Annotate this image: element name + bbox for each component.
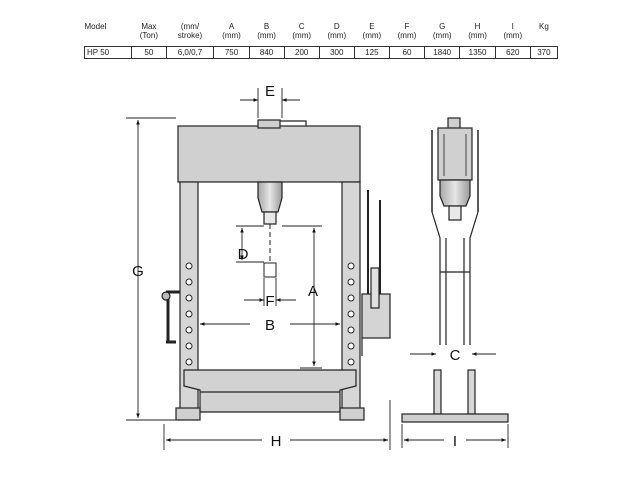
header-model: Model	[84, 22, 107, 31]
side-piston	[448, 205, 462, 221]
cell-f: 60	[388, 46, 426, 59]
side-leg-right	[463, 211, 479, 345]
cell-h: 1350	[459, 46, 496, 59]
side-upright-left	[433, 369, 442, 415]
side-head	[437, 127, 473, 181]
cell-max: 50	[131, 46, 167, 59]
cell-a: 750	[213, 46, 250, 59]
label-e: E	[265, 83, 275, 100]
header-kg: Kg	[539, 22, 549, 31]
header-d: D(mm)	[327, 22, 347, 40]
label-b: B	[265, 317, 275, 334]
dimension-letters: E G D F A B H C I	[132, 83, 460, 450]
right-foot	[339, 407, 365, 421]
spec-table: Model Max(Ton) (mm/stroke) A(mm) B(mm) C…	[83, 22, 559, 59]
label-d: D	[238, 246, 249, 263]
centerline	[263, 224, 277, 278]
header-i: I(mm)	[503, 22, 523, 40]
header-a: A(mm)	[222, 22, 241, 40]
handle-knob	[161, 291, 171, 301]
spec-data-row: HP 50 50 6,0/0,7 750 840 200 300 125 60 …	[83, 46, 559, 59]
header-h: H(mm)	[468, 22, 487, 40]
header-c: C(mm)	[292, 22, 312, 40]
cell-kg: 370	[529, 46, 559, 59]
side-base	[401, 413, 509, 423]
header-max: Max(Ton)	[139, 22, 158, 40]
column-holes	[185, 262, 355, 366]
label-i: I	[453, 433, 457, 450]
label-c: C	[450, 347, 461, 364]
cell-e: 125	[353, 46, 390, 59]
press-head	[177, 125, 361, 183]
header-b: B(mm)	[257, 22, 276, 40]
work-die	[263, 262, 277, 278]
label-a: A	[308, 283, 318, 300]
piston-rod	[263, 211, 277, 225]
cell-i: 620	[494, 46, 531, 59]
top-pipe	[280, 120, 307, 126]
left-foot	[175, 407, 201, 421]
side-leg-left	[431, 211, 447, 345]
cell-g: 1840	[424, 46, 461, 59]
front-view	[161, 119, 391, 421]
label-h: H	[271, 433, 282, 450]
hydraulic-cylinder	[257, 181, 283, 213]
label-f: F	[265, 293, 274, 310]
header-f: F(mm)	[397, 22, 417, 40]
spec-header-row: Model Max(Ton) (mm/stroke) A(mm) B(mm) C…	[85, 22, 558, 47]
header-g: G(mm)	[432, 22, 452, 40]
side-dimension-lines	[401, 352, 509, 448]
cell-stroke: 6,0/0,7	[165, 46, 215, 59]
press-bed	[183, 369, 357, 413]
header-e: E(mm)	[362, 22, 382, 40]
side-cylinder	[439, 179, 471, 207]
top-pump	[257, 119, 281, 129]
label-g: G	[132, 263, 144, 280]
header-stroke: (mm/stroke)	[177, 22, 203, 40]
side-upright-right	[467, 369, 476, 415]
pump-lever	[370, 267, 380, 309]
side-view	[401, 117, 509, 423]
side-handle	[166, 290, 180, 344]
dimension-lines	[126, 88, 391, 450]
